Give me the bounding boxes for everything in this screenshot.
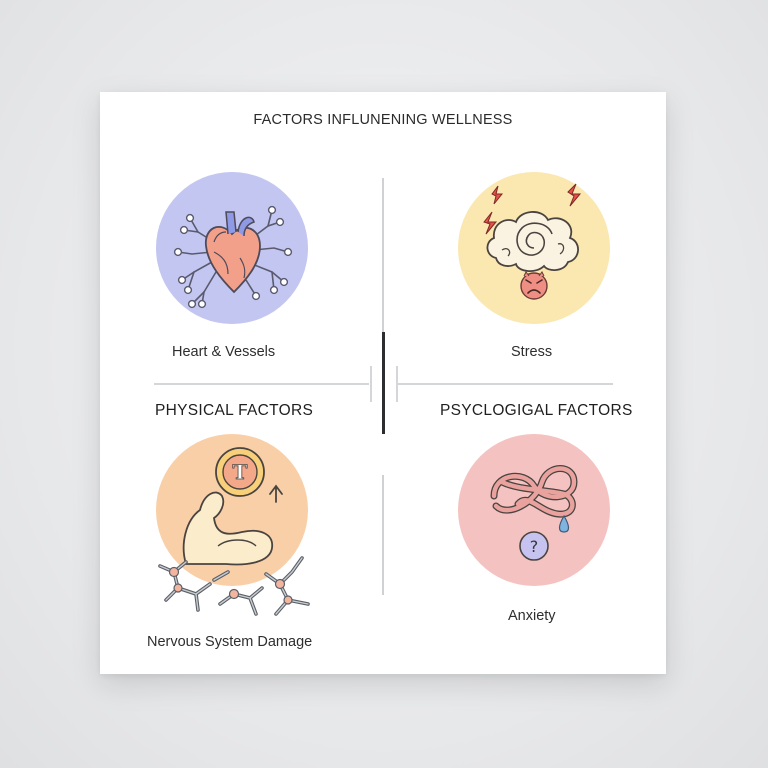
vertical-divider-bottom (382, 475, 384, 595)
section-label-psychological: PSYCLOGIGAL FACTORS (440, 402, 633, 419)
muscle-testosterone-icon: T (182, 447, 283, 566)
item-label-stress: Stress (511, 344, 553, 360)
stressed-brain-icon (483, 183, 582, 300)
tangled-knot-icon: ? (490, 465, 578, 561)
horizontal-divider-left (154, 383, 369, 385)
divider-cap-left (370, 366, 372, 402)
testosterone-letter: T (233, 460, 248, 484)
divider-cap-right (396, 366, 398, 402)
horizontal-divider-right (398, 383, 613, 385)
item-label-anxiety: Anxiety (508, 608, 556, 624)
infographic-card: FACTORS INFLUNENING WELLNESS (100, 92, 666, 674)
item-label-nervous-system: Nervous System Damage (147, 634, 313, 650)
nervous-system-circle: T (156, 434, 308, 586)
section-label-physical: PHYSICAL FACTORS (155, 402, 314, 419)
question-mark: ? (530, 537, 539, 556)
damaged-neurons-icon (158, 556, 310, 616)
heart-vessels-icon (173, 205, 293, 309)
stress-circle (458, 172, 610, 324)
center-divider-bar (382, 332, 385, 434)
vertical-divider-top (382, 178, 384, 413)
infographic-title: FACTORS INFLUNENING WELLNESS (253, 112, 513, 128)
anxiety-circle: ? (458, 434, 610, 586)
heart-vessels-circle (156, 172, 308, 324)
item-label-heart-vessels: Heart & Vessels (172, 344, 276, 360)
